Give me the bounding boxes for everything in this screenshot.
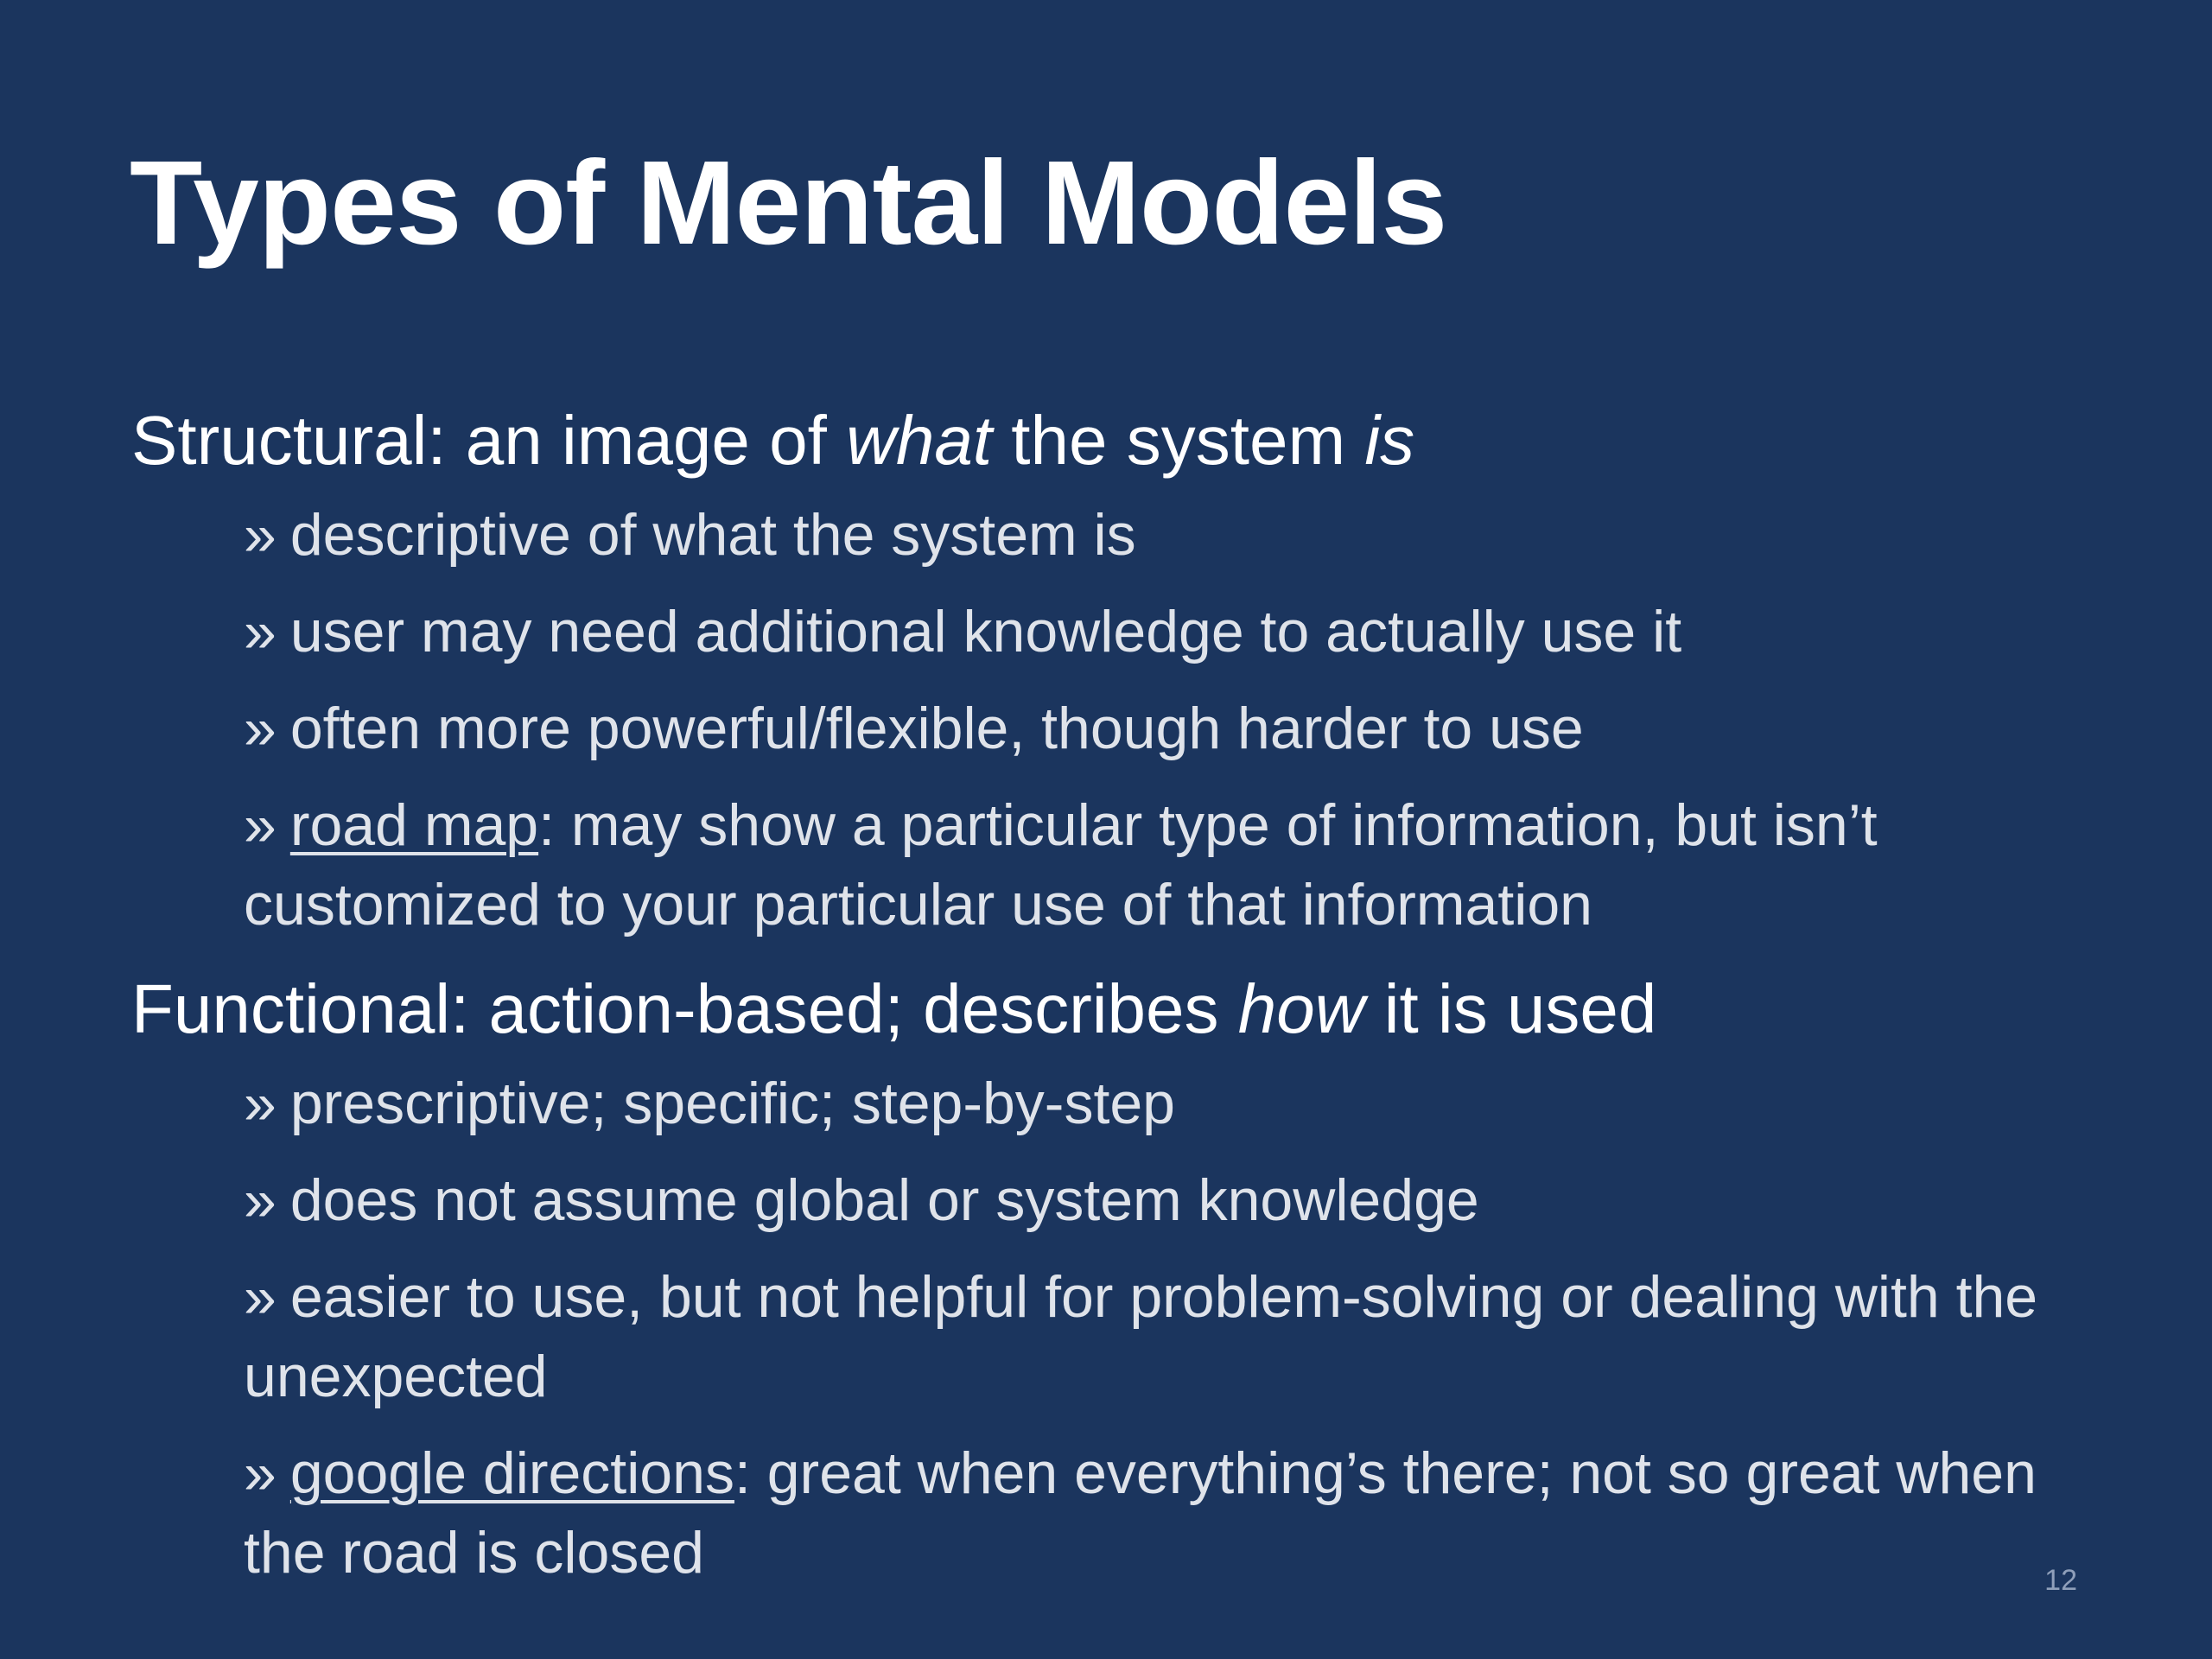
- slide-title: Types of Mental Models: [130, 137, 1447, 270]
- bullet-item-example: »google directions: great when everythin…: [244, 1440, 2037, 1586]
- bullet-marker: »: [244, 792, 276, 858]
- example-term-road-map: road map: [289, 792, 539, 858]
- bullet-item: »user may need additional knowledge to a…: [244, 599, 1682, 664]
- bullet-item: »descriptive of what the system is: [244, 502, 1136, 568]
- bullet-item: »easier to use, but not helpful for prob…: [244, 1264, 2038, 1409]
- bullet-marker: »: [244, 1440, 276, 1506]
- slide-content: Structural: an image of what the system …: [131, 393, 2101, 1610]
- bullet-marker: »: [244, 696, 276, 761]
- bullet-item: »often more powerful/flexible, though ha…: [244, 696, 1584, 761]
- bullet-marker: »: [244, 502, 276, 568]
- bullet-item: »prescriptive; specific; step-by-step: [244, 1071, 1175, 1136]
- example-term-google-directions: google directions: [289, 1440, 734, 1506]
- bullet-marker: »: [244, 1167, 276, 1233]
- bullet-marker: »: [244, 1264, 276, 1330]
- structural-heading: Structural: an image of what the system …: [131, 402, 1415, 479]
- bullet-item-example: »road map: may show a particular type of…: [244, 792, 1878, 938]
- page-number: 12: [2044, 1564, 2077, 1597]
- bullet-item: »does not assume global or system knowle…: [244, 1167, 1479, 1233]
- functional-heading: Functional: action-based; describes how …: [131, 970, 1657, 1047]
- bullet-marker: »: [244, 1071, 276, 1136]
- bullet-marker: »: [244, 599, 276, 664]
